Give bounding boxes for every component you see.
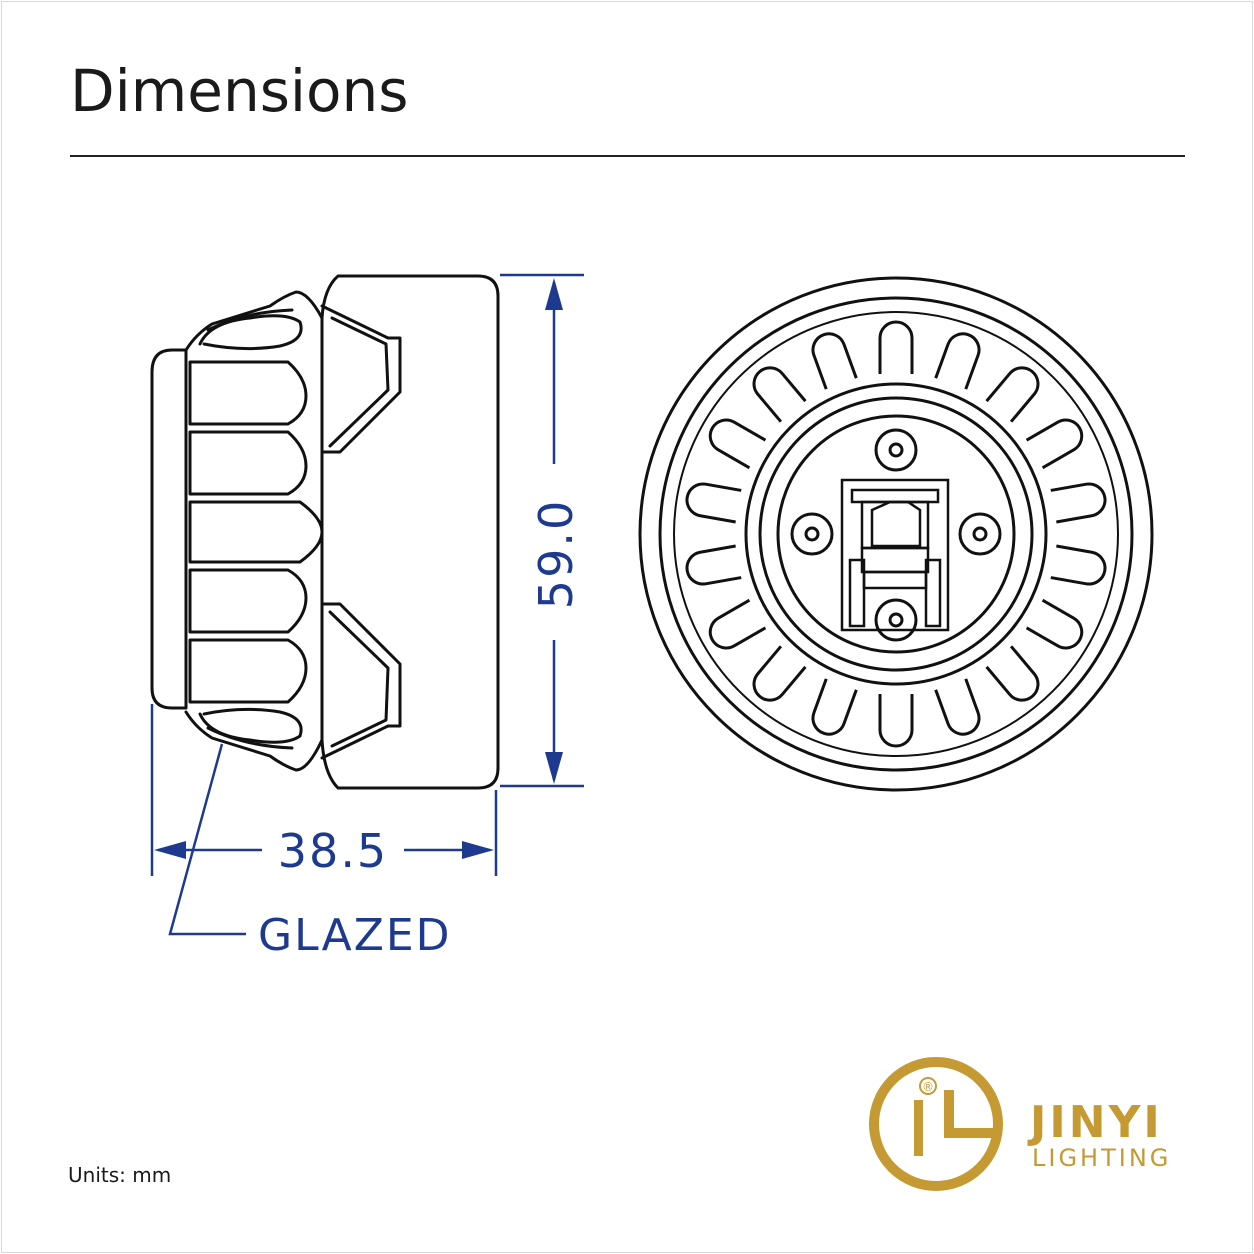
mounting-hole-top <box>874 428 918 472</box>
petal <box>1050 482 1107 524</box>
side-cap <box>150 348 188 710</box>
arrow-right <box>462 841 494 859</box>
petal <box>752 366 807 423</box>
side-bottom-swirl <box>198 707 303 744</box>
mounting-hole-bottom <box>874 598 918 642</box>
side-upper-notch <box>320 304 402 454</box>
petal <box>752 645 807 702</box>
arrow-down <box>545 752 563 784</box>
units-note: Units: mm <box>68 1163 172 1187</box>
arrow-left <box>154 841 186 859</box>
side-body <box>320 274 500 790</box>
mounting-hole-left <box>790 512 834 556</box>
outer-rim-inner <box>658 296 1134 772</box>
petal <box>811 678 858 736</box>
brand-logo: ® JINYI LIGHTING <box>869 1057 1171 1191</box>
registered-mark: ® <box>922 1080 934 1094</box>
rib <box>188 360 308 426</box>
hub-ring <box>758 396 1034 672</box>
logo-letter-l <box>944 1090 996 1138</box>
side-view <box>150 274 500 790</box>
petal <box>985 645 1040 702</box>
petal <box>1025 418 1084 470</box>
mounting-hole-right <box>958 512 1002 556</box>
front-view <box>638 276 1154 792</box>
petal <box>985 366 1040 423</box>
side-upper-notch-inner <box>328 316 390 448</box>
logo-letter-j-stem <box>914 1100 923 1156</box>
petal <box>685 482 742 524</box>
petal <box>1050 544 1107 586</box>
petal <box>708 418 767 470</box>
petal <box>1025 598 1084 650</box>
petal-ring <box>685 320 1107 748</box>
petal <box>878 694 914 748</box>
side-collar <box>184 290 324 772</box>
glazed-callout-label: GLAZED <box>258 910 452 961</box>
contact-block <box>840 478 950 632</box>
petal <box>708 598 767 650</box>
rib <box>188 500 324 564</box>
petal-ring-outer <box>673 311 1119 757</box>
logo-ring <box>869 1057 1003 1191</box>
title-divider <box>70 155 1185 157</box>
hub-outer <box>744 382 1048 686</box>
petal <box>934 332 981 390</box>
outer-rim <box>638 276 1154 792</box>
socket-face <box>776 414 1016 654</box>
dimension-arrows <box>154 278 563 859</box>
brand-subtitle: LIGHTING <box>1032 1144 1171 1172</box>
height-dimension-label: 59.0 <box>529 499 583 609</box>
side-lower-notch-inner <box>328 610 390 748</box>
rib <box>188 430 308 496</box>
side-top-swirl <box>198 314 303 351</box>
arrow-up <box>545 278 563 310</box>
side-ribs <box>188 360 324 704</box>
rib <box>188 568 308 634</box>
logo-ring-inner <box>886 1074 986 1174</box>
page-title: Dimensions <box>70 57 409 125</box>
width-dimension-label: 38.5 <box>278 824 388 878</box>
rib <box>188 638 308 704</box>
petal <box>685 544 742 586</box>
registered-mark-ring <box>919 1077 937 1095</box>
petal <box>934 678 981 736</box>
petal <box>811 332 858 390</box>
brand-name: JINYI <box>1027 1097 1163 1148</box>
side-lower-notch <box>320 602 402 760</box>
petal <box>878 320 914 374</box>
